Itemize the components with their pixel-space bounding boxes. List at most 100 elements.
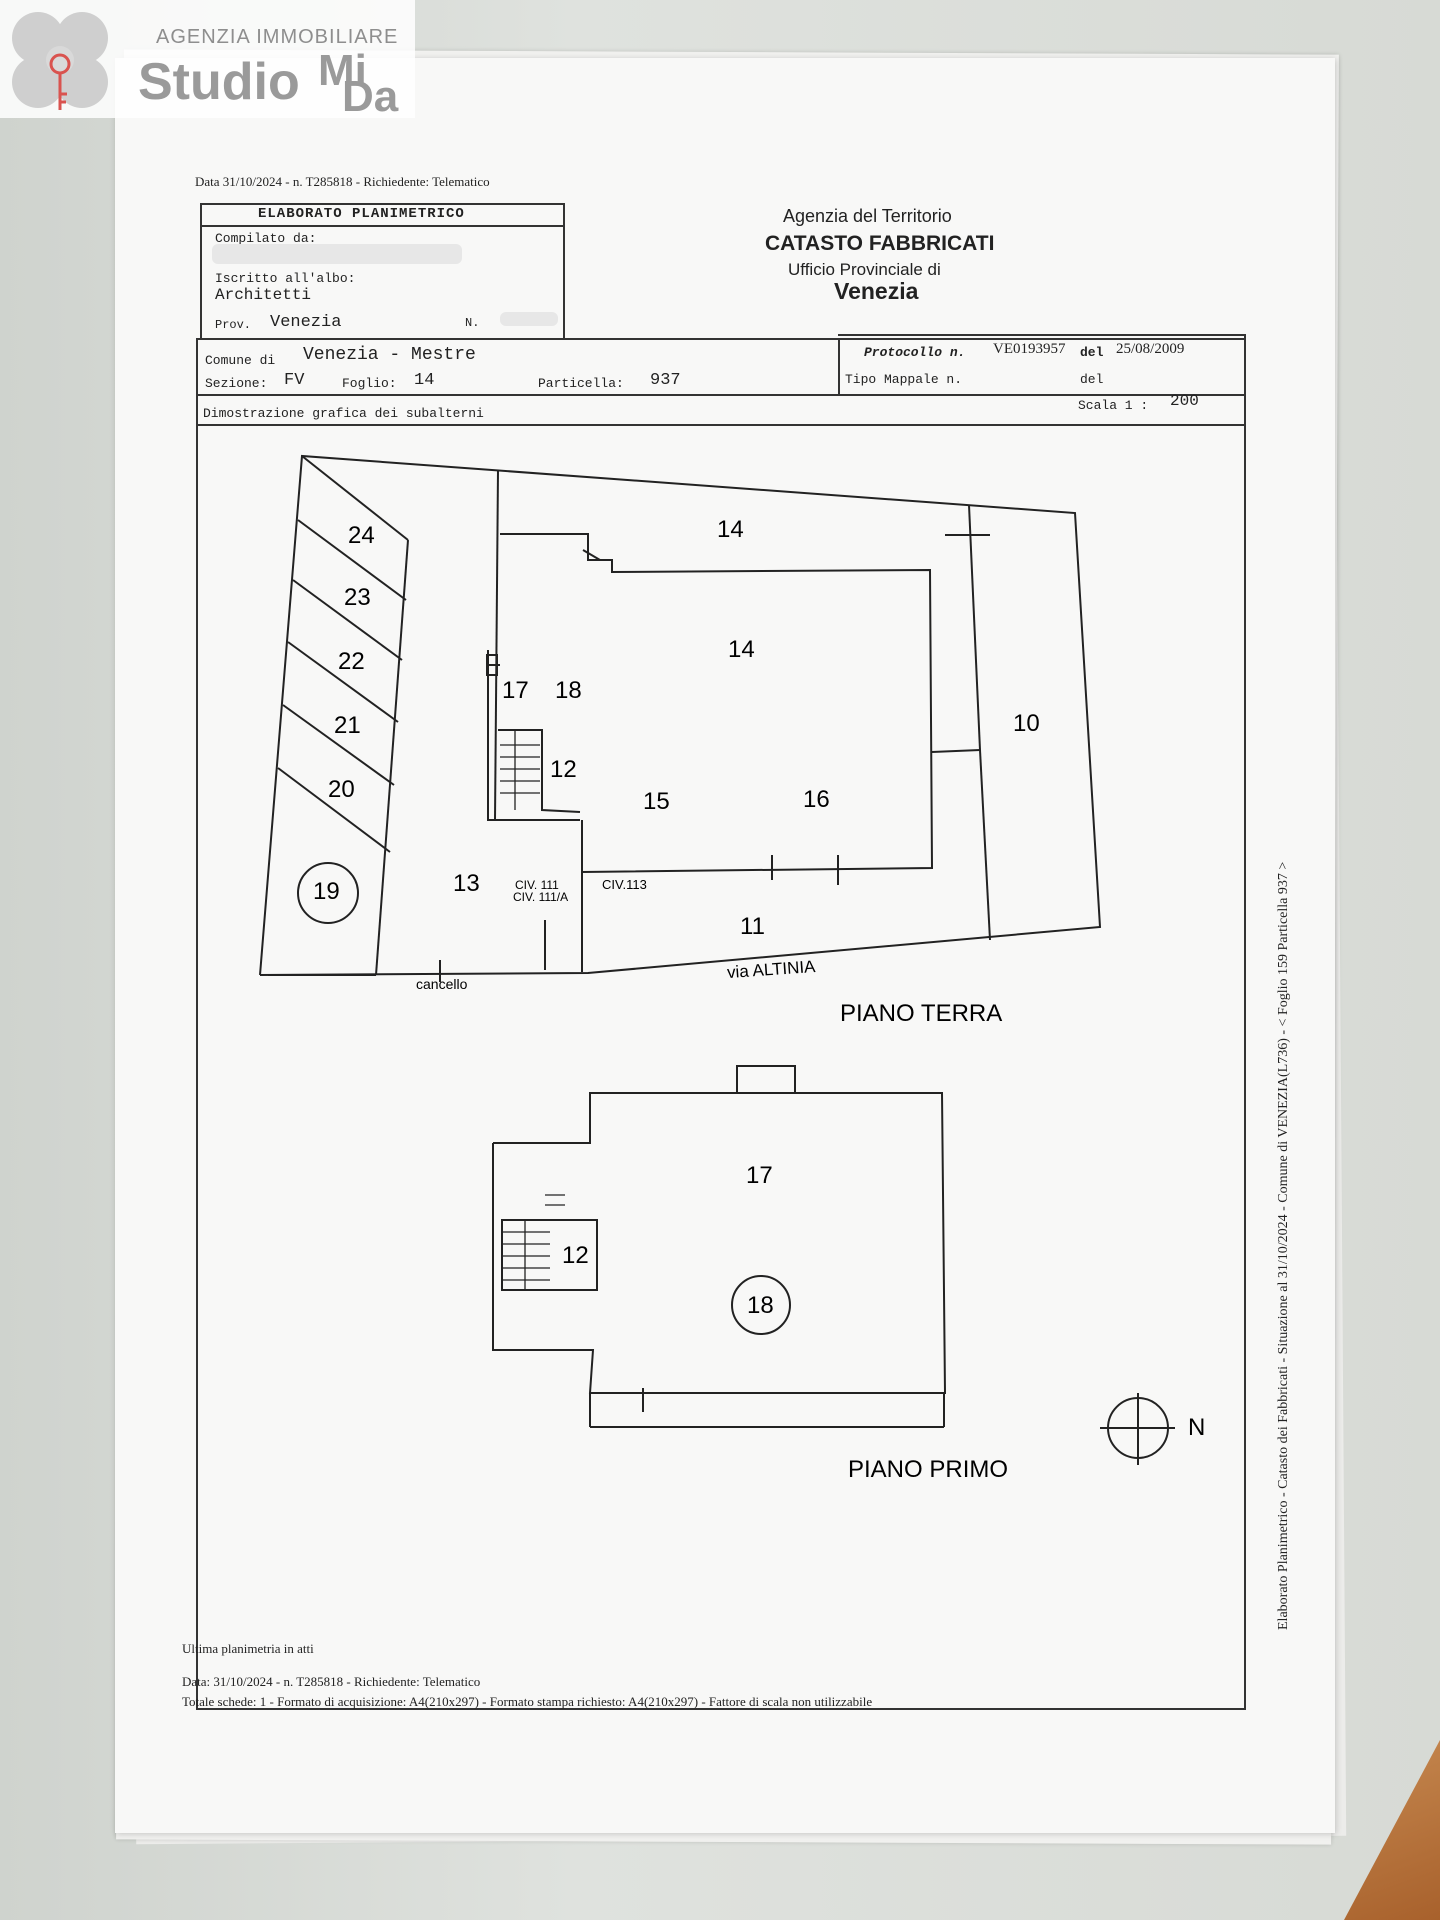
redacted-name xyxy=(212,244,462,264)
protocollo-box xyxy=(838,334,1246,396)
comune-value: Venezia - Mestre xyxy=(303,345,476,365)
cancello-label: cancello xyxy=(416,976,468,992)
foglio-label: Foglio: xyxy=(342,376,397,391)
unit-19-circle xyxy=(297,862,359,924)
prov-label: Prov. xyxy=(215,318,252,332)
wall xyxy=(931,749,981,753)
unit-label: 23 xyxy=(344,584,371,611)
ufficio-city: Venezia xyxy=(834,278,919,304)
scala-value: 200 xyxy=(1170,392,1199,410)
civ-111a-label: CIV. 111/A xyxy=(513,890,569,904)
protocollo-date: 25/08/2009 xyxy=(1116,341,1185,357)
protocollo-label: Protocollo n. xyxy=(864,345,966,360)
protocollo-del-label: del xyxy=(1080,345,1104,360)
unit-label: 12 xyxy=(562,1242,589,1269)
door-marker xyxy=(486,654,498,676)
unit-label: 14 xyxy=(728,636,755,663)
unit-label: 14 xyxy=(717,516,744,543)
particella-value: 937 xyxy=(650,371,681,390)
unit-18-circle xyxy=(731,1275,791,1335)
stair-box xyxy=(498,729,581,813)
footer-data: Data: 31/10/2024 - n. T285818 - Richiede… xyxy=(182,1674,481,1689)
iscritto-value: Architetti xyxy=(215,286,312,304)
header-line: Data 31/10/2024 - n. T285818 - Richieden… xyxy=(195,174,490,189)
unit-label: 17 xyxy=(502,677,529,704)
wall xyxy=(968,504,981,751)
tipo-mappale-label: Tipo Mappale n. xyxy=(845,372,963,387)
elaborato-divider xyxy=(200,225,563,227)
foglio-value: 14 xyxy=(414,371,435,390)
main-frame xyxy=(196,338,1246,1710)
unit-label: 19 xyxy=(313,878,340,905)
unit-label: 13 xyxy=(453,870,480,897)
redacted-number xyxy=(500,312,558,326)
civ-113-label: CIV.113 xyxy=(602,877,647,892)
unit-label: 18 xyxy=(555,677,582,704)
parking-stall-line xyxy=(282,704,395,786)
prov-value: Venezia xyxy=(270,313,342,332)
document-sheet xyxy=(115,58,1335,1833)
agency-title: Agenzia del Territorio xyxy=(783,206,952,226)
ufficio-label: Ufficio Provinciale di xyxy=(788,260,941,279)
protocollo-divider xyxy=(838,338,840,396)
civ-111-label: CIV. 111 xyxy=(515,878,559,892)
protocollo-value: VE0193957 xyxy=(993,341,1066,357)
tipo-del-label: del xyxy=(1080,372,1104,387)
parking-stall-line xyxy=(297,519,407,601)
logo-da-text: Da xyxy=(342,72,399,121)
wall xyxy=(979,749,991,941)
elaborato-box xyxy=(200,203,565,339)
side-caption: Elaborato Planimetrico - Catasto dei Fab… xyxy=(1276,861,1291,1630)
unit-label: 16 xyxy=(803,786,830,813)
unit-label: 22 xyxy=(338,648,365,675)
unit-label: 18 xyxy=(747,1292,774,1319)
n-label: N. xyxy=(465,316,480,330)
particella-label: Particella: xyxy=(538,376,624,391)
stairs-primo xyxy=(502,1194,565,1290)
unit-label: 20 xyxy=(328,776,355,803)
terra-outline xyxy=(259,454,1102,976)
wall xyxy=(500,533,934,873)
piano-terra-title: PIANO TERRA xyxy=(840,1000,1003,1027)
primo-chimney xyxy=(736,1065,796,1094)
stairs-terra xyxy=(500,730,540,810)
unit-label: 17 xyxy=(746,1162,773,1189)
footer-totale: Totale schede: 1 - Formato di acquisizio… xyxy=(182,1694,873,1709)
unit-label: 11 xyxy=(740,913,765,940)
wall xyxy=(494,469,499,821)
unit-label: 12 xyxy=(550,756,577,783)
compass-north-label: N xyxy=(1188,1414,1206,1441)
elaborato-title: ELABORATO PLANIMETRICO xyxy=(258,206,465,222)
primo-outline xyxy=(492,1092,947,1394)
parking-inner-edge xyxy=(375,539,409,976)
footer-ultima: Ultima planimetria in atti xyxy=(182,1641,314,1656)
info-divider xyxy=(196,394,1244,396)
parking-edge xyxy=(301,455,409,541)
parking-stall-line xyxy=(292,579,403,661)
logo-mi-text: Mi xyxy=(318,46,367,95)
unit-label: 24 xyxy=(348,522,375,549)
iscritto-label: Iscritto all'albo: xyxy=(215,271,356,286)
agency-logo: AGENZIA IMMOBILIARE Studio Mi Da xyxy=(0,0,415,121)
dimostrazione-divider xyxy=(196,424,1244,426)
primo-stair-box xyxy=(501,1219,598,1291)
unit-label: 21 xyxy=(334,712,361,739)
clover-key-icon xyxy=(12,12,108,110)
sezione-value: FV xyxy=(284,371,305,390)
unit-label: 15 xyxy=(643,788,670,815)
logo-agency-text: AGENZIA IMMOBILIARE xyxy=(156,26,399,48)
scala-label: Scala 1 : xyxy=(1078,398,1149,413)
wall xyxy=(487,650,580,821)
comune-label: Comune di xyxy=(205,353,276,368)
logo-studio-text: Studio xyxy=(138,53,300,111)
dimostrazione-label: Dimostrazione grafica dei subalterni xyxy=(203,406,484,421)
catasto-title: CATASTO FABBRICATI xyxy=(765,232,995,255)
parking-stall-line xyxy=(277,767,391,853)
parking-stall-line xyxy=(287,641,399,723)
frame-top xyxy=(196,338,1244,340)
sezione-label: Sezione: xyxy=(205,376,268,391)
piano-primo-title: PIANO PRIMO xyxy=(848,1456,1009,1483)
door-tick xyxy=(582,549,601,561)
compilato-label: Compilato da: xyxy=(215,231,317,246)
